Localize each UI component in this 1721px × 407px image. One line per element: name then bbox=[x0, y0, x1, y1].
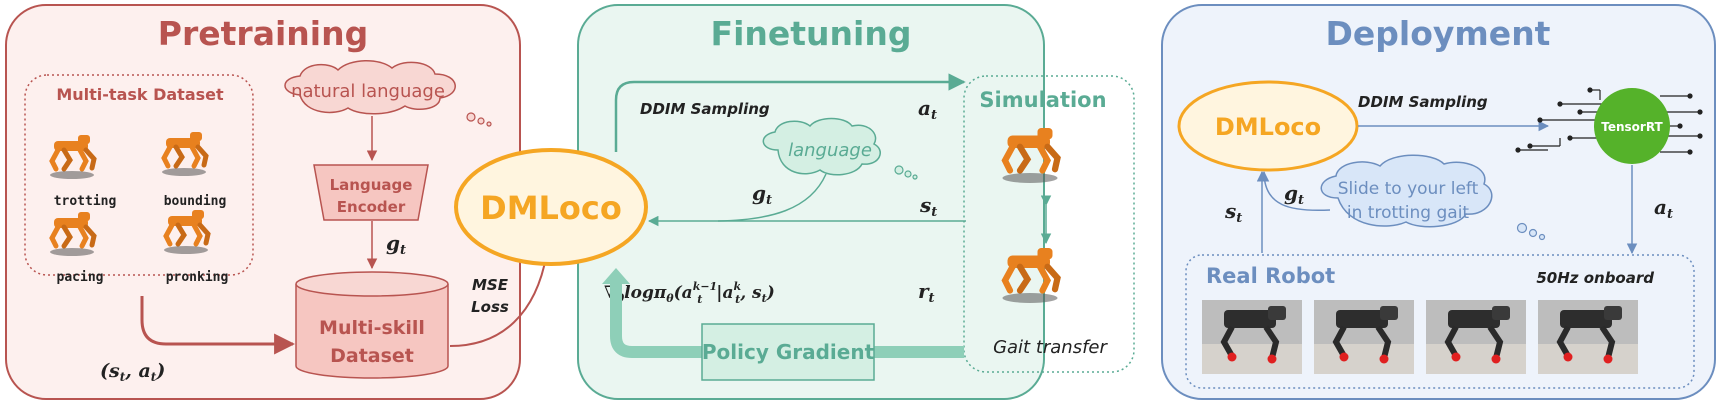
language-encoder-block bbox=[313, 164, 429, 221]
multiskill-label-line1: Multi-skill bbox=[319, 317, 425, 339]
finetune-a-symbol: at bbox=[918, 96, 937, 123]
dmloco-center-model bbox=[454, 148, 648, 266]
simulation-title: Simulation bbox=[979, 88, 1106, 112]
gait-transfer-label: Gait transfer bbox=[993, 337, 1108, 358]
deploy-command-cloud bbox=[1320, 154, 1546, 241]
natural-language-label: natural language bbox=[291, 81, 445, 102]
ddim-sampling-arrow bbox=[614, 73, 966, 152]
natural-language-cloud bbox=[284, 60, 492, 127]
real-robot-frame-3 bbox=[1426, 300, 1526, 374]
deploy-command-line2: in trotting gait bbox=[1347, 203, 1470, 223]
finetune-language-cloud bbox=[762, 117, 918, 180]
state-action-pair-label: (st, at) bbox=[100, 360, 165, 384]
dataset-to-multiskill-arrow bbox=[140, 296, 296, 355]
finetune-g-symbol: gt bbox=[752, 181, 772, 208]
finetune-r-symbol: rt bbox=[918, 279, 935, 306]
deploy-a-symbol: at bbox=[1654, 195, 1673, 222]
policy-gradient-arrowhead bbox=[602, 268, 630, 284]
mse-label-line2: Loss bbox=[471, 298, 509, 316]
policy-gradient-label: Policy Gradient bbox=[702, 340, 875, 364]
real-robot-frame-1 bbox=[1202, 300, 1302, 374]
multitask-dataset-box bbox=[24, 74, 254, 276]
command-to-dmloco-arrow bbox=[1258, 170, 1331, 212]
tensorrt-chip bbox=[1594, 88, 1670, 164]
finetune-ddim-label: DDIM Sampling bbox=[640, 100, 770, 118]
policy-gradient-block bbox=[701, 323, 875, 381]
finetune-language-label: language bbox=[788, 140, 872, 161]
mse-label-line1: MSE bbox=[472, 276, 509, 294]
deploy-command-line1: Slide to your left bbox=[1338, 179, 1479, 199]
onboard-label: 50Hz onboard bbox=[1536, 269, 1654, 287]
pretrain-g-symbol: gt bbox=[386, 231, 406, 258]
gait-label-pacing: pacing bbox=[57, 270, 104, 285]
dmloco-center-label: DMLoco bbox=[480, 189, 622, 227]
real-robot-frame-4 bbox=[1538, 300, 1638, 374]
multitask-dataset-title: Multi-task Dataset bbox=[56, 85, 224, 104]
policy-gradient-thick-arrow bbox=[610, 282, 702, 358]
real-robot-frame-2 bbox=[1314, 300, 1414, 374]
tensorrt-label: TensorRT bbox=[1601, 120, 1663, 134]
finetuning-title: Finetuning bbox=[711, 14, 912, 53]
dmloco-deploy-model bbox=[1177, 80, 1359, 172]
real-robot-title: Real Robot bbox=[1206, 264, 1335, 288]
simulation-box bbox=[963, 75, 1135, 373]
mse-loss-arrow bbox=[449, 244, 554, 347]
encoder-label-line1: Language bbox=[330, 176, 413, 194]
gait-label-pronking: pronking bbox=[166, 270, 229, 285]
multiskill-label-line2: Dataset bbox=[330, 345, 414, 367]
gait-label-bounding: bounding bbox=[164, 194, 227, 209]
deploy-ddim-label: DDIM Sampling bbox=[1358, 93, 1488, 111]
deploy-s-symbol: st bbox=[1224, 199, 1242, 226]
finetune-s-symbol: st bbox=[919, 193, 937, 220]
deployment-title: Deployment bbox=[1326, 14, 1551, 53]
encoder-label-line2: Encoder bbox=[337, 198, 406, 216]
gait-label-trotting: trotting bbox=[54, 194, 117, 209]
real-robot-box bbox=[1185, 254, 1695, 389]
pretraining-title: Pretraining bbox=[158, 14, 368, 53]
multiskill-dataset-cylinder bbox=[295, 271, 449, 379]
dmloco-deploy-label: DMLoco bbox=[1215, 113, 1321, 141]
deploy-g-symbol: gt bbox=[1284, 181, 1304, 208]
